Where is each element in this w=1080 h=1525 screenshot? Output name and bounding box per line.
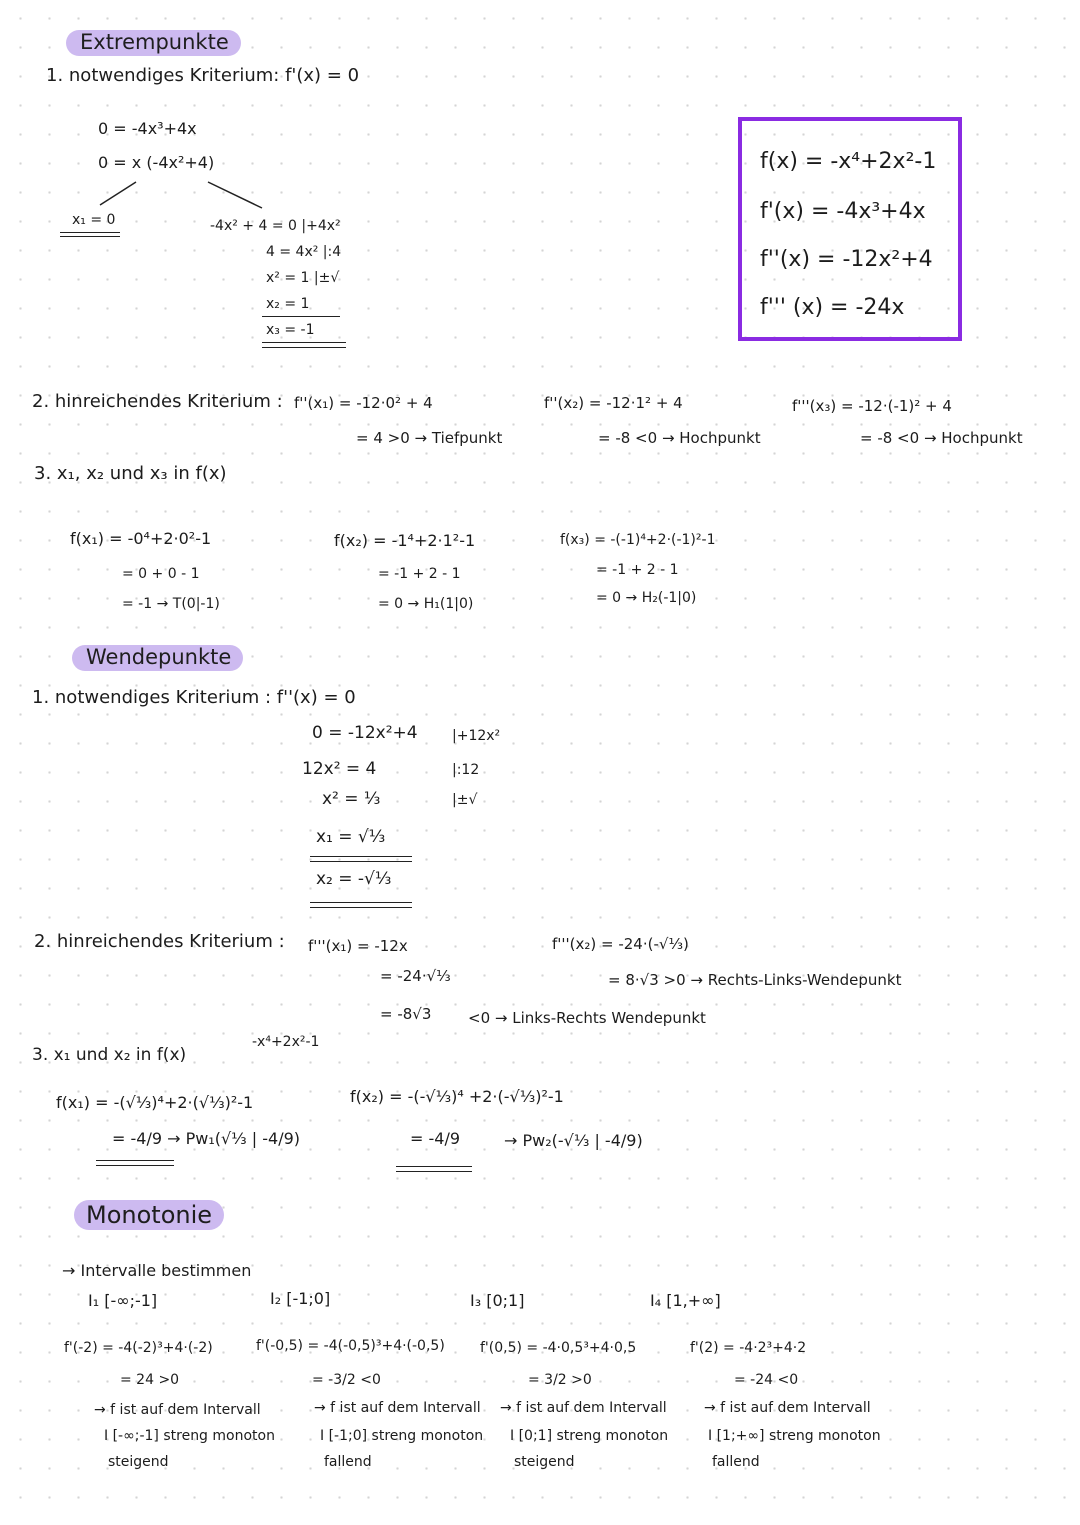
mono-c3a: f'(0,5) = -4·0,5³+4·0,5 <box>480 1340 637 1356</box>
mono-t3c: steigend <box>514 1454 575 1470</box>
extrem-eq1: 0 = -4x³+4x <box>98 119 197 138</box>
extrem-f3a: f(x₃) = -(-1)⁴+2·(-1)²-1 <box>560 532 716 548</box>
underline-wende-x1 <box>310 856 412 857</box>
extrem-r5: x₃ = -1 <box>266 322 315 338</box>
wende-w3-note: |±√ <box>452 792 478 808</box>
wende-f2c: → Pw₂(-√⅓ | -4/9) <box>504 1131 643 1150</box>
mono-t2c: fallend <box>324 1454 372 1470</box>
extrem-h1a: f''(x₁) = -12·0² + 4 <box>294 394 433 412</box>
wende-h1c: = -8√3 <box>380 1005 432 1023</box>
mono-c2b: = -3/2 <0 <box>312 1372 381 1388</box>
mono-interval-4: I₄ [1,+∞] <box>650 1291 721 1310</box>
extrem-h1b: = 4 >0 → Tiefpunkt <box>356 429 503 447</box>
mono-t3b: I [0;1] streng monoton <box>510 1428 669 1444</box>
extrem-r4: x₂ = 1 <box>266 296 310 312</box>
extrem-f3b: = -1 + 2 - 1 <box>596 562 679 578</box>
underline-x1 <box>60 232 120 233</box>
mono-t3a: → f ist auf dem Intervall <box>500 1400 667 1416</box>
extrem-r3: x² = 1 |±√ <box>266 270 340 286</box>
extrem-f1c: = -1 → T(0|-1) <box>122 596 220 612</box>
wende-h2b: = 8·√3 >0 → Rechts-Links-Wendepunkt <box>608 971 902 989</box>
extrem-hinreichend-label: 2. hinreichendes Kriterium : <box>32 391 283 412</box>
extrem-h3a: f'''(x₃) = -12·(-1)² + 4 <box>792 397 952 415</box>
extrem-f2a: f(x₂) = -1⁴+2·1²-1 <box>334 531 476 550</box>
extrem-f3c: = 0 → H₂(-1|0) <box>596 590 697 606</box>
mono-t2a: → f ist auf dem Intervall <box>314 1400 481 1416</box>
wende-w1-note: |+12x² <box>452 728 501 744</box>
wende-f-note: -x⁴+2x²-1 <box>252 1034 320 1050</box>
underline-wende-f1 <box>96 1160 174 1161</box>
extrem-eq2: 0 = x (-4x²+4) <box>98 153 215 172</box>
heading-wendepunkte: Wendepunkte <box>72 645 244 672</box>
underline-x3-double <box>262 347 346 348</box>
extrem-h2b: = -8 <0 → Hochpunkt <box>598 429 761 447</box>
wende-w5: x₂ = -√⅓ <box>316 869 392 889</box>
box-f: f(x) = -x⁴+2x²-1 <box>760 149 937 174</box>
wende-f2a: f(x₂) = -(-√⅓)⁴ +2·(-√⅓)²-1 <box>350 1087 564 1106</box>
underline-wende-f1-double <box>96 1165 174 1166</box>
extrem-f1a: f(x₁) = -0⁴+2·0²-1 <box>70 529 212 548</box>
extrem-f1b: = 0 + 0 - 1 <box>122 566 200 582</box>
mono-interval-2: I₂ [-1;0] <box>270 1289 331 1308</box>
mono-t2b: I [-1;0] streng monoton <box>320 1428 484 1444</box>
underline-wende-f2 <box>396 1166 472 1167</box>
box-f3: f''' (x) = -24x <box>760 295 905 320</box>
wende-h1a: f'''(x₁) = -12x <box>308 937 408 955</box>
wende-f1b: = -4/9 → Pw₁(√⅓ | -4/9) <box>112 1129 301 1148</box>
mono-t4a: → f ist auf dem Intervall <box>704 1400 871 1416</box>
extrem-h2a: f''(x₂) = -12·1² + 4 <box>544 394 683 412</box>
extrem-step3-label: 3. x₁, x₂ und x₃ in f(x) <box>34 463 227 484</box>
wende-w2: 12x² = 4 <box>302 759 377 779</box>
wende-w3: x² = ⅓ <box>322 789 381 809</box>
underline-x1-double <box>60 236 120 237</box>
extrem-notwendig-label: 1. notwendiges Kriterium: f'(x) = 0 <box>46 65 360 86</box>
wende-f2b: = -4/9 <box>410 1129 461 1148</box>
mono-c3b: = 3/2 >0 <box>528 1372 592 1388</box>
wende-h1b: = -24·√⅓ <box>380 967 451 985</box>
wende-notwendig-label: 1. notwendiges Kriterium : f''(x) = 0 <box>32 687 356 708</box>
mono-c1a: f'(-2) = -4(-2)³+4·(-2) <box>64 1340 213 1356</box>
underline-wende-x2-double <box>310 907 412 908</box>
wende-w4: x₁ = √⅓ <box>316 827 386 847</box>
mono-c4a: f'(2) = -4·2³+4·2 <box>690 1340 807 1356</box>
wende-step3-label: 3. x₁ und x₂ in f(x) <box>32 1045 187 1065</box>
mono-interval-1: I₁ [-∞;-1] <box>88 1291 158 1310</box>
extrem-r2: 4 = 4x² |:4 <box>266 244 342 260</box>
mono-interval-3: I₃ [0;1] <box>470 1291 525 1310</box>
underline-wende-x2 <box>310 902 412 903</box>
mono-t4c: fallend <box>712 1454 760 1470</box>
mono-c4b: = -24 <0 <box>734 1372 799 1388</box>
underline-x2 <box>262 316 340 317</box>
wende-h1d: <0 → Links-Rechts Wendepunkt <box>468 1009 706 1027</box>
extrem-x1: x₁ = 0 <box>72 212 116 228</box>
box-f1: f'(x) = -4x³+4x <box>760 199 926 224</box>
underline-wende-x1-double <box>310 861 412 862</box>
wende-f1a: f(x₁) = -(√⅓)⁴+2·(√⅓)²-1 <box>56 1093 254 1112</box>
wende-hinreichend-label: 2. hinreichendes Kriterium : <box>34 931 285 952</box>
extrem-f2b: = -1 + 2 - 1 <box>378 566 461 582</box>
wende-h2a: f'''(x₂) = -24·(-√⅓) <box>552 935 689 953</box>
wende-w1: 0 = -12x²+4 <box>312 723 418 743</box>
heading-monotonie: Monotonie <box>74 1200 225 1231</box>
mono-t1c: steigend <box>108 1454 169 1470</box>
underline-wende-f2-double <box>396 1171 472 1172</box>
box-f2: f''(x) = -12x²+4 <box>760 247 933 272</box>
mono-t1b: I [-∞;-1] streng monoton <box>104 1428 275 1444</box>
mono-t4b: I [1;+∞] streng monoton <box>708 1428 881 1444</box>
heading-extrempunkte: Extrempunkte <box>66 30 241 57</box>
extrem-f2c: = 0 → H₁(1|0) <box>378 596 474 612</box>
mono-t1a: → f ist auf dem Intervall <box>94 1402 261 1418</box>
mono-c1b: = 24 >0 <box>120 1372 180 1388</box>
function-derivatives-box: f(x) = -x⁴+2x²-1 f'(x) = -4x³+4x f''(x) … <box>738 117 962 341</box>
mono-sub: → Intervalle bestimmen <box>62 1261 252 1280</box>
mono-c2a: f'(-0,5) = -4(-0,5)³+4·(-0,5) <box>256 1338 445 1354</box>
extrem-h3b: = -8 <0 → Hochpunkt <box>860 429 1023 447</box>
extrem-r1: -4x² + 4 = 0 |+4x² <box>210 218 341 234</box>
underline-x3 <box>262 342 346 343</box>
wende-w2-note: |:12 <box>452 762 480 778</box>
